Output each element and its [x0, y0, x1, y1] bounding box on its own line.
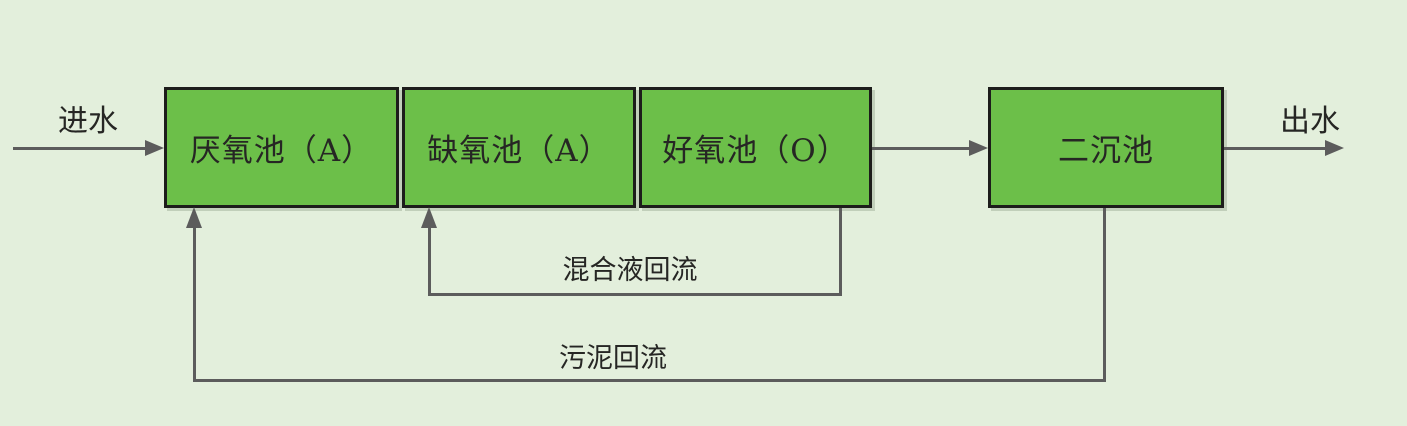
mixed-liquor-return-arrowhead-icon [421, 207, 437, 228]
node-aerobic-tank-label: 好氧池（O） [662, 133, 849, 169]
sludge-return-arrowhead-icon [186, 207, 202, 228]
node-secondary-clarifier-label: 二沉池 [1058, 133, 1154, 169]
influent-line [13, 147, 146, 150]
influent-arrowhead-icon [145, 140, 164, 156]
sludge-return-label: 污泥回流 [559, 343, 667, 374]
aerobic-to-clarifier-line [872, 147, 970, 150]
mixed-liquor-return-line-bottom [428, 293, 842, 296]
effluent-line [1224, 147, 1326, 150]
effluent-arrowhead-icon [1325, 140, 1344, 156]
mixed-liquor-return-line-up [428, 226, 431, 293]
node-secondary-clarifier: 二沉池 [988, 87, 1224, 208]
mixed-liquor-return-line-down [839, 208, 842, 295]
node-anoxic-tank-label: 缺氧池（A） [427, 133, 611, 169]
node-anoxic-tank: 缺氧池（A） [402, 87, 636, 208]
aerobic-to-clarifier-arrowhead-icon [969, 140, 988, 156]
node-aerobic-tank: 好氧池（O） [639, 87, 872, 208]
effluent-label: 出水 [1280, 104, 1340, 139]
sludge-return-line-up [193, 226, 196, 379]
influent-label: 进水 [58, 104, 118, 139]
mixed-liquor-return-label: 混合液回流 [562, 255, 698, 286]
node-anaerobic-tank: 厌氧池（A） [164, 87, 399, 208]
sludge-return-line-bottom [193, 379, 1106, 382]
node-anaerobic-tank-label: 厌氧池（A） [189, 133, 374, 169]
sludge-return-line-down [1103, 208, 1106, 382]
